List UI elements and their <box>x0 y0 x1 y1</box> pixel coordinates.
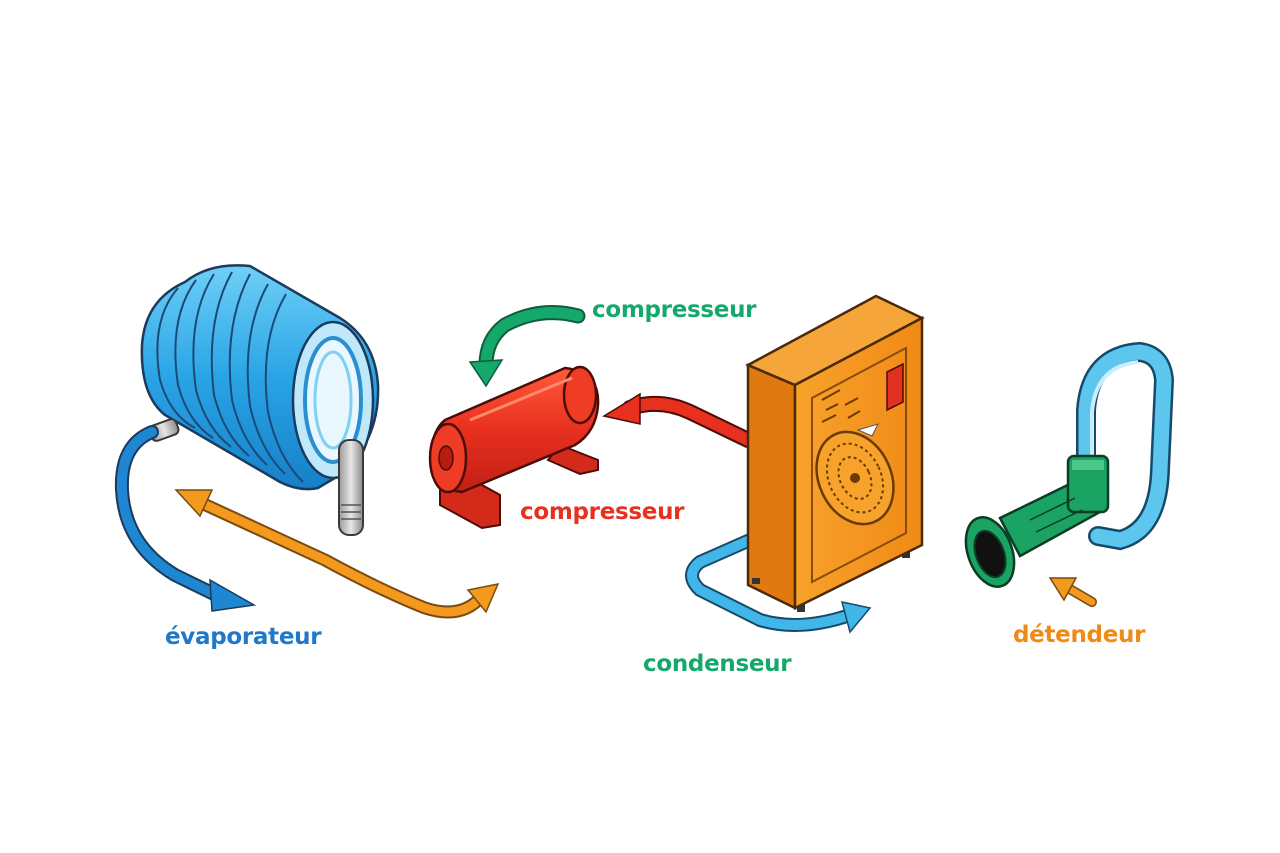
expansion-valve-label: détendeur <box>1013 622 1146 648</box>
condenser-flow-arrow <box>685 533 872 634</box>
evaporator-flow-arrow <box>114 425 257 612</box>
evaporator-label: évaporateur <box>165 624 322 650</box>
discharge-flow-arrow <box>602 392 756 448</box>
expansion-flow-arrow <box>1048 577 1097 607</box>
evaporator-coil-icon <box>140 264 380 536</box>
expansion-valve-icon <box>964 341 1175 607</box>
compressor-flow-arrow <box>468 305 586 388</box>
return-flow-arrow <box>174 489 500 619</box>
compressor-label: compresseur <box>520 499 685 525</box>
condenser-label: condenseur <box>643 651 792 677</box>
condenser-unit-icon <box>685 294 925 634</box>
compressor-icon <box>428 305 756 530</box>
compressor-top-label: compresseur <box>592 297 757 323</box>
